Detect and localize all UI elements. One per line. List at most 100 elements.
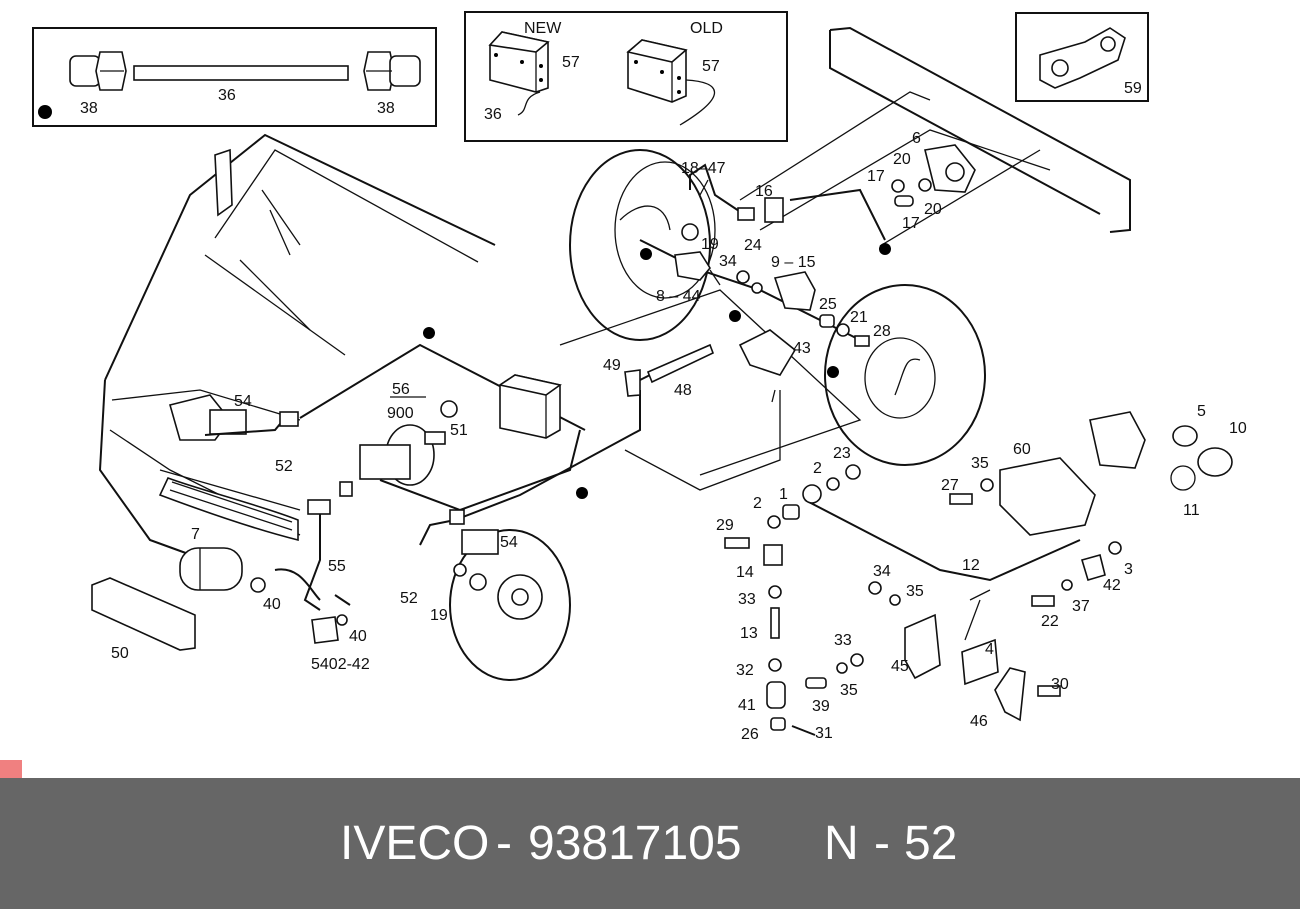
callout-label: 6	[912, 130, 921, 147]
valve-block-icon	[497, 374, 562, 439]
callout-label: 41	[738, 697, 756, 714]
washer-icon	[836, 662, 848, 674]
callout-label: 32	[736, 662, 754, 679]
callout-label: 55	[328, 558, 346, 575]
fitting-icon	[894, 195, 914, 207]
wheel-icon	[569, 149, 716, 341]
inset-pipe: 38 36 38	[32, 27, 437, 127]
callout-label: 34	[873, 563, 891, 580]
part-number: 93817105	[528, 817, 742, 870]
bolt-icon	[854, 335, 870, 347]
bracket-icon	[209, 409, 247, 435]
separator: -	[874, 817, 890, 870]
callout-label: 14	[736, 564, 754, 581]
bolt-icon	[1037, 685, 1061, 697]
nut-icon	[363, 51, 421, 91]
filter-icon	[179, 547, 243, 591]
callout-label: 38	[377, 100, 395, 117]
callout-label: 40	[349, 628, 367, 645]
callout-label: 52	[275, 458, 293, 475]
callout-label: 37	[1072, 598, 1090, 615]
callout-label: 50	[111, 645, 129, 662]
callout-label: 10	[1229, 420, 1247, 437]
nut-icon	[1172, 425, 1198, 447]
callout-label: 16	[755, 183, 773, 200]
wheel-icon	[449, 529, 571, 681]
fitting-icon	[307, 499, 331, 515]
pipe-shape	[133, 65, 349, 81]
valve-block-icon	[488, 31, 550, 93]
washer-icon	[918, 178, 932, 192]
valve-icon	[311, 616, 339, 644]
cap-icon	[766, 681, 786, 709]
nut-icon	[868, 581, 882, 595]
callout-label: 20	[924, 201, 942, 218]
clip-icon	[624, 369, 641, 397]
washer-icon	[767, 515, 781, 529]
callout-label: 49	[603, 357, 621, 374]
guard-plate-icon	[91, 577, 196, 651]
callout-label: 17	[867, 168, 885, 185]
old-label: OLD	[690, 20, 723, 37]
callout-label: 60	[1013, 441, 1031, 458]
callout-label: 20	[893, 151, 911, 168]
callout-label: 24	[744, 237, 762, 254]
screw-icon	[791, 725, 816, 736]
brand-label: IVECO	[340, 817, 490, 870]
bracket-icon	[999, 457, 1096, 536]
callout-label: 7	[191, 526, 200, 543]
callout-label: 34	[719, 253, 737, 270]
washer-icon	[889, 594, 901, 606]
fitting-icon	[737, 207, 755, 221]
callout-label: 33	[834, 632, 852, 649]
washer-icon	[836, 323, 850, 337]
callout-label: 57	[562, 54, 580, 71]
bracket-icon	[994, 667, 1026, 722]
washer-icon	[681, 223, 699, 241]
fitting-icon	[449, 509, 465, 525]
bullet-icon	[38, 105, 52, 119]
nut-icon	[768, 585, 782, 599]
separator: -	[496, 817, 512, 870]
callout-label: 31	[815, 725, 833, 742]
callout-label: 21	[850, 309, 868, 326]
valve-icon	[1089, 411, 1146, 469]
callout-label: 5	[1197, 403, 1206, 420]
bracket-icon	[764, 197, 784, 223]
clip-icon	[763, 544, 783, 566]
brake-booster-icon	[359, 424, 446, 486]
callout-label: 19	[430, 607, 448, 624]
cap-icon	[1197, 447, 1233, 477]
callout-label: 51	[450, 422, 468, 439]
bolt-icon	[1031, 595, 1055, 607]
callout-label: 48	[674, 382, 692, 399]
callout-label: 2	[753, 495, 762, 512]
callout-label: 36	[218, 87, 236, 104]
callout-label: 13	[740, 625, 758, 642]
page-prefix: N	[824, 817, 859, 870]
washer-icon	[891, 179, 905, 193]
callout-label: 8 – 44	[656, 288, 701, 305]
nut-icon	[736, 270, 750, 284]
nut-icon	[850, 653, 864, 667]
valve-icon	[961, 638, 999, 686]
leader-lines	[390, 179, 991, 641]
callout-label: 33	[738, 591, 756, 608]
callout-label: 54	[234, 393, 252, 410]
footer-banner: IVECO - 93817105 N - 52	[0, 778, 1300, 909]
hose-clamp-icon	[1170, 465, 1196, 491]
bracket-icon	[904, 613, 941, 680]
callout-label: 900	[387, 405, 414, 422]
bracket-icon	[738, 329, 797, 376]
bolt-icon	[724, 537, 750, 549]
valve-icon	[773, 271, 816, 311]
callout-label: 40	[263, 596, 281, 613]
callout-label: 25	[819, 296, 837, 313]
clip-icon	[1080, 554, 1106, 581]
new-label: NEW	[524, 20, 562, 37]
washer-icon	[336, 614, 348, 626]
fitting-icon	[279, 411, 299, 427]
washer-icon	[1108, 541, 1122, 555]
tee-connector-icon	[674, 251, 711, 281]
nut-icon	[69, 51, 127, 91]
